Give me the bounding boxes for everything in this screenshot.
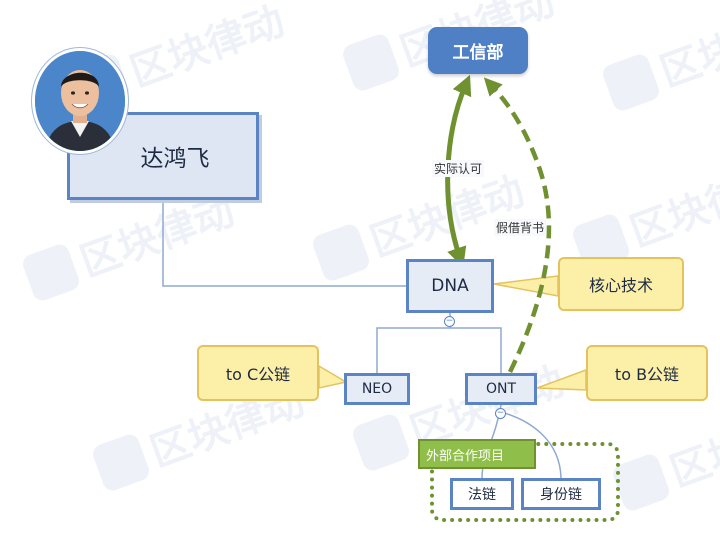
dna-collapse-icon[interactable]: − [444, 316, 455, 327]
neo-node[interactable]: NEO [344, 373, 410, 405]
dna-node[interactable]: DNA [406, 259, 494, 313]
core-tech-callout[interactable]: 核心技术 [558, 257, 684, 311]
borrowed-endorsement-arrow [483, 77, 552, 373]
legal-chain-node[interactable]: 法链 [450, 478, 514, 510]
dna-neo-connector [376, 313, 451, 373]
ont-identity-connector [500, 411, 562, 479]
borrowed-endorsement-label: 假借背书 [494, 219, 547, 236]
to-c-chain-callout[interactable]: to C公链 [197, 345, 319, 401]
tob-callout-pointer [536, 368, 587, 391]
ont-node[interactable]: ONT [465, 373, 537, 405]
identity-chain-node[interactable]: 身份链 [521, 478, 601, 510]
person-dna-connector [162, 200, 406, 287]
person-avatar [32, 48, 128, 154]
ont-collapse-icon[interactable]: − [495, 408, 506, 419]
to-b-chain-callout[interactable]: to B公链 [586, 345, 708, 401]
dna-ont-connector [450, 327, 502, 373]
partner-projects-label[interactable]: 外部合作项目 [418, 439, 536, 469]
person-label: 达鸿飞 [140, 146, 210, 172]
actual-recognition-label: 实际认可 [432, 160, 485, 177]
toc-callout-pointer [318, 364, 349, 389]
core-callout-pointer [493, 275, 559, 297]
ministry-node[interactable]: 工信部 [428, 27, 528, 74]
